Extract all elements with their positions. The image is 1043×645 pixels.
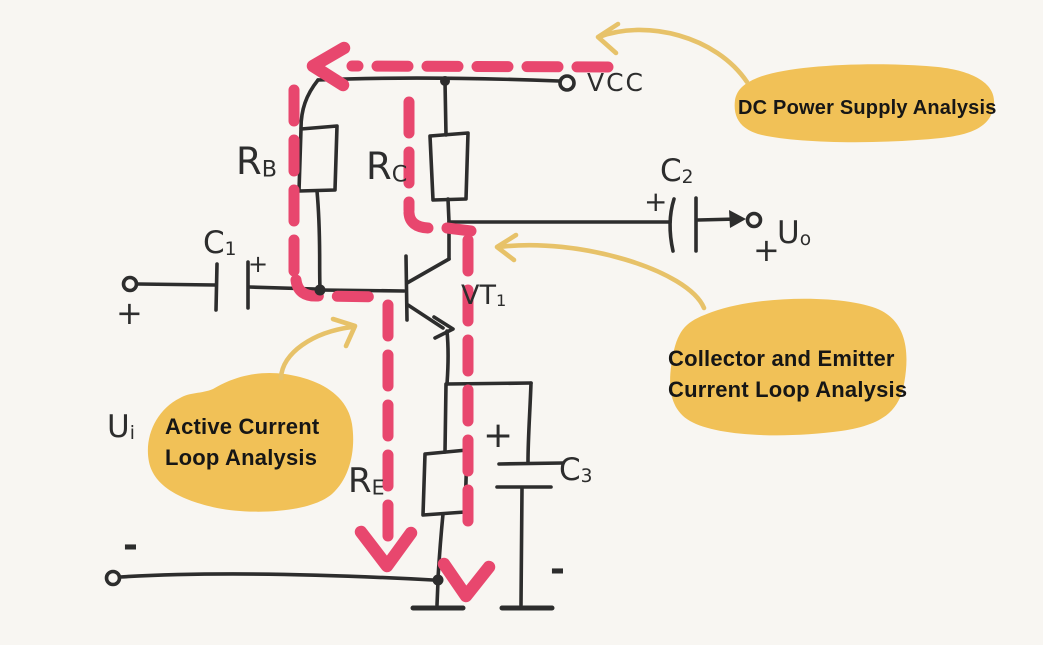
capacitor-c1 — [121, 260, 317, 312]
output-plus-sign: + — [753, 231, 780, 269]
c3-minus-sign: - — [550, 549, 565, 590]
capacitor-c3 — [495, 381, 565, 611]
input-terminal — [121, 275, 139, 293]
c1-plus-sign: + — [248, 250, 269, 278]
output-branch — [448, 196, 763, 253]
label-c2: C2 — [660, 153, 694, 189]
label-rc: RC — [366, 145, 408, 188]
loop-arrow-emitter-down — [437, 557, 496, 603]
input-ground-terminal — [104, 569, 122, 587]
output-terminal — [745, 211, 763, 229]
annotation-collector-emitter: Collector and Emitter Current Loop Analy… — [668, 346, 908, 402]
highlight-blob-dc-power — [734, 64, 995, 143]
input-minus-sign: - — [123, 525, 138, 566]
resistor-re — [421, 382, 469, 580]
label-uo: Uo — [777, 215, 812, 251]
c3-top-plate — [497, 461, 565, 466]
input-plus-sign: + — [116, 294, 143, 332]
emitter-junction — [445, 381, 533, 386]
junction-dots — [314, 284, 444, 586]
dc-annotation-arrow — [595, 21, 750, 85]
label-re: RE — [348, 461, 385, 501]
base-wire — [318, 288, 406, 293]
loop-arrow-top-left — [306, 41, 351, 92]
output-arrowhead — [729, 210, 746, 228]
loop-collector-emitter-path — [403, 96, 496, 603]
active-annotation-arrow — [278, 316, 358, 381]
annotation-active-current: Active Current Loop Analysis — [165, 414, 320, 470]
resistor-rb — [297, 78, 339, 290]
highlight-blob-active-current — [147, 372, 354, 512]
c3-plus-sign: + — [483, 415, 514, 456]
collector-annotation-arrow — [494, 232, 707, 311]
vcc-terminal — [558, 74, 576, 92]
label-c1: C1 — [203, 225, 237, 261]
label-vt1: VT1 — [461, 280, 507, 311]
annotation-dc-power: DC Power Supply Analysis — [738, 97, 997, 119]
transistor-vt1 — [404, 220, 455, 386]
c2-left-plate — [668, 197, 676, 253]
c2-plus-sign: + — [644, 185, 668, 218]
label-vcc: VCC — [587, 68, 646, 97]
label-rb: RB — [236, 140, 277, 183]
bottom-rail — [104, 569, 466, 611]
emitter-ground-node — [432, 574, 444, 586]
highlight-blob-collector-emitter — [670, 298, 907, 436]
label-c3: C3 — [559, 452, 593, 488]
loop-dc-base-path — [288, 41, 614, 573]
label-ui: Ui — [107, 409, 135, 445]
base-node — [314, 284, 326, 296]
loop-arrow-base-down — [354, 525, 418, 573]
resistor-rc — [428, 79, 470, 224]
emitter-arrow — [432, 315, 455, 340]
